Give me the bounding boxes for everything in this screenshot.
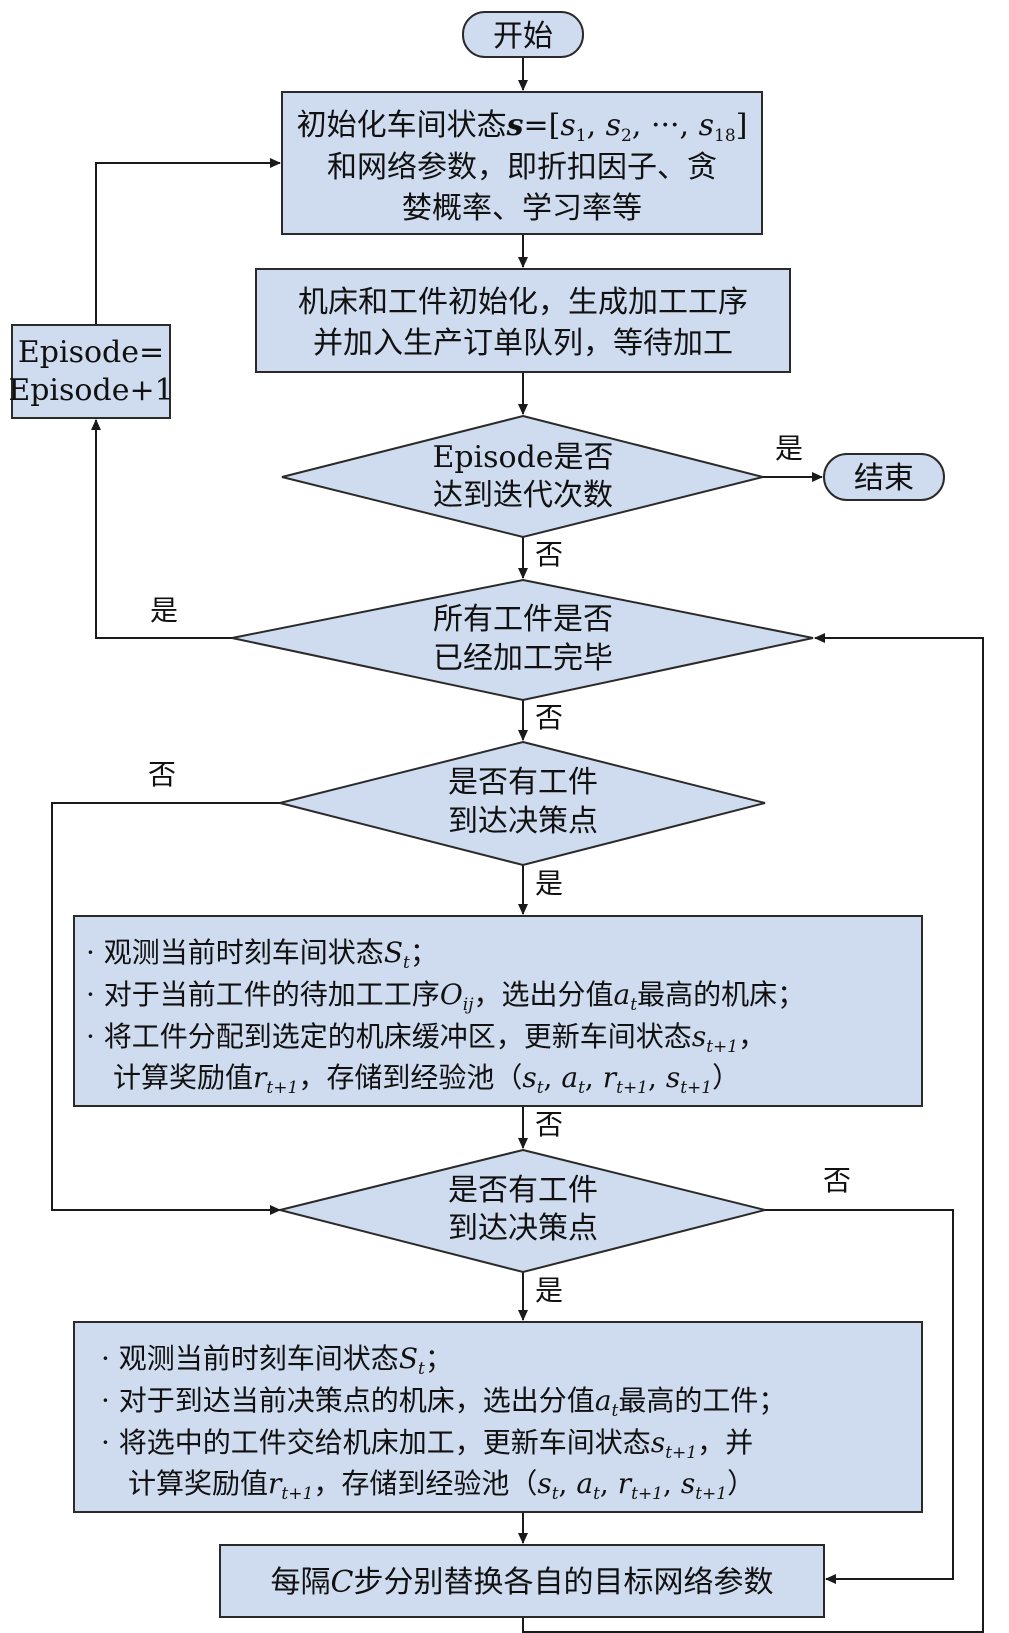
target-network-box: 每隔C步分别替换各自的目标网络参数 (219, 1544, 825, 1618)
label-d3-no: 否 (148, 758, 176, 791)
arrow-d3-no-to-d4 (51, 802, 281, 1215)
init-box: 初始化车间状态s=[s1, s2, ···, s18] 和网络参数，即折扣因子、… (281, 91, 763, 235)
decision-iterations-line1: Episode是否 (432, 440, 613, 475)
target-network-label: 每隔C步分别替换各自的目标网络参数 (271, 1565, 774, 1600)
decision-arrival-1: 是否有工件 到达决策点 (279, 740, 766, 867)
decision-all-done-line1: 所有工件是否 (433, 602, 613, 637)
label-d4-no: 否 (823, 1164, 851, 1197)
job-selection-bullet2: · 对于到达当前决策点的机床，选出分值at最高的工件； (101, 1384, 786, 1421)
decision-arrival-1-shape (279, 740, 766, 867)
label-d2-no: 否 (535, 701, 563, 734)
decision-arrival-1-line2: 到达决策点 (448, 804, 598, 839)
episode-line1: Episode= (18, 335, 164, 370)
machine-selection-bullet3: · 将工件分配到选定的机床缓冲区，更新车间状态st+1， (86, 1020, 766, 1057)
decision-arrival-2-line1: 是否有工件 (448, 1173, 598, 1208)
branch-labels: 是 否 是 否 否 是 否 否 是 (148, 432, 851, 1307)
start-label: 开始 (493, 19, 553, 54)
machine-init-box-shape (255, 268, 791, 373)
machine-selection-bullet3-cont: 计算奖励值rt+1，存储到经验池（st, at, rt+1, st+1） (113, 1061, 740, 1098)
machine-selection-bullet2: · 对于当前工件的待加工工序Oij，选出分值at最高的机床； (86, 978, 805, 1015)
end-label: 结束 (854, 461, 914, 496)
job-selection-bullet1: · 观测当前时刻车间状态St； (101, 1342, 453, 1379)
decision-arrival-1-line1: 是否有工件 (448, 765, 598, 800)
decision-all-done-line2: 已经加工完毕 (433, 641, 613, 676)
label-d1-yes: 是 (775, 432, 803, 465)
label-d1-no: 否 (535, 538, 563, 571)
job-selection-bullet3-cont: 计算奖励值rt+1，存储到经验池（st, at, rt+1, st+1） (128, 1467, 755, 1504)
decision-arrival-2-line2: 到达决策点 (448, 1211, 598, 1246)
label-d3-yes: 是 (535, 867, 563, 900)
decision-all-done-shape (231, 578, 814, 702)
decision-iterations: Episode是否 达到迭代次数 (281, 414, 764, 539)
start-node: 开始 (462, 11, 584, 58)
machine-init-box: 机床和工件初始化，生成加工工序 并加入生产订单队列，等待加工 (255, 268, 791, 373)
episode-line2: Episode+1 (8, 373, 173, 408)
decision-iterations-line2: 达到迭代次数 (433, 478, 613, 513)
decision-all-done: 所有工件是否 已经加工完毕 (231, 578, 814, 702)
init-line2: 和网络参数，即折扣因子、贪 (327, 150, 717, 185)
machine-init-line1: 机床和工件初始化，生成加工工序 (298, 285, 748, 320)
label-d2-yes: 是 (150, 594, 178, 627)
job-selection-box: · 观测当前时刻车间状态St； · 对于到达当前决策点的机床，选出分值at最高的… (73, 1321, 923, 1513)
machine-selection-bullet1: · 观测当前时刻车间状态St； (86, 936, 438, 973)
label-box1-no: 否 (535, 1108, 563, 1141)
machine-selection-box: · 观测当前时刻车间状态St； · 对于当前工件的待加工工序Oij，选出分值at… (73, 915, 923, 1107)
init-line3: 婪概率、学习率等 (402, 191, 642, 226)
job-selection-shape (73, 1321, 923, 1513)
init-line1: 初始化车间状态s=[s1, s2, ···, s18] (297, 108, 748, 146)
arrow-final-loop-to-d2 (522, 633, 984, 1633)
machine-selection-shape (73, 915, 923, 1107)
arrow-episode-to-init (95, 158, 281, 325)
machine-init-line2: 并加入生产订单队列，等待加工 (313, 326, 733, 361)
episode-increment-shape (11, 324, 171, 419)
connectors (51, 57, 984, 1633)
decision-iterations-shape (281, 414, 764, 539)
target-network-shape (219, 1544, 825, 1618)
arrow-d4-no-to-final (765, 1209, 954, 1584)
job-selection-bullet3: · 将选中的工件交给机床加工，更新车间状态st+1，并 (101, 1426, 753, 1463)
end-terminal-shape (823, 453, 945, 501)
arrow-d2-yes-to-episode (91, 419, 232, 639)
episode-increment-box: Episode= Episode+1 (8, 324, 174, 419)
label-d4-yes: 是 (535, 1274, 563, 1307)
decision-arrival-2: 是否有工件 到达决策点 (279, 1148, 766, 1274)
start-terminal-shape (462, 11, 584, 58)
init-box-shape (281, 91, 763, 235)
decision-arrival-2-shape (279, 1148, 766, 1274)
end-node: 结束 (823, 453, 945, 501)
